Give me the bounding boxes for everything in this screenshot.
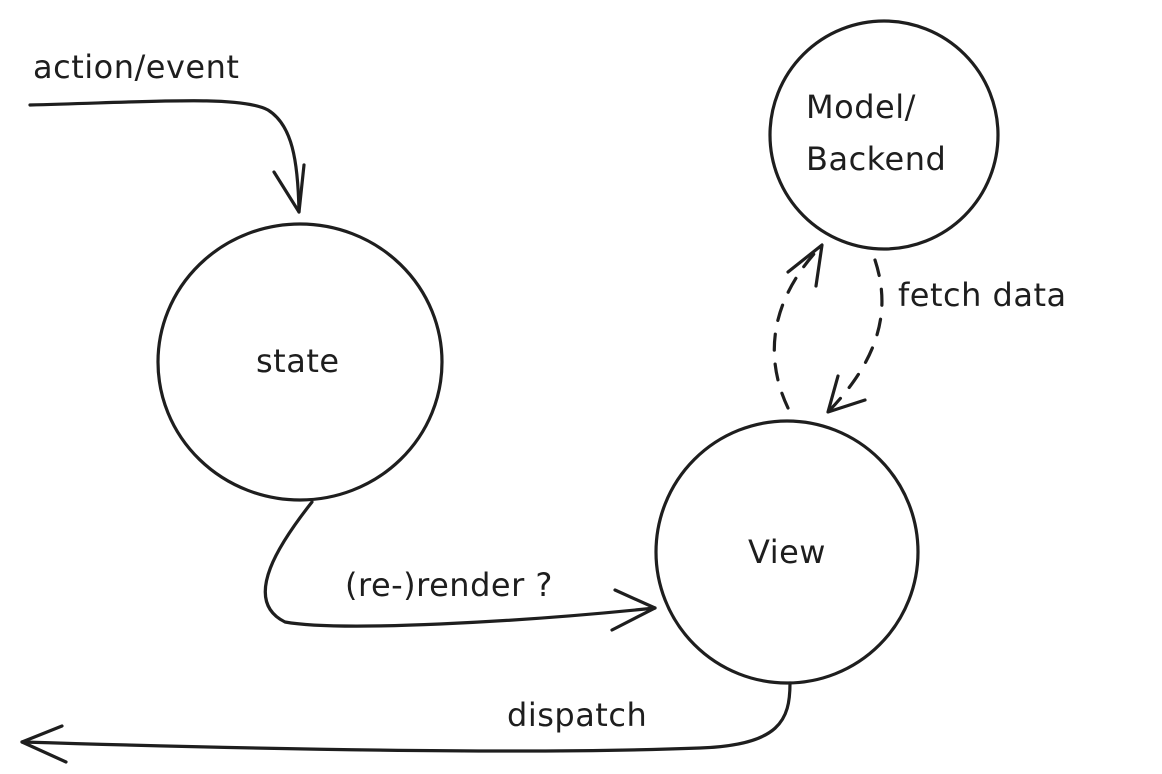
edge-dispatch-arrowhead: [20, 724, 68, 764]
edge-fetch-data-label: fetch data: [898, 276, 1067, 314]
edge-re-render-label: (re-)render ?: [345, 566, 553, 604]
node-state: state: [156, 222, 444, 502]
edge-view-to-model-arrowhead: [786, 243, 824, 288]
edge-re-render-line: [263, 500, 657, 628]
node-model-circle: [768, 19, 1000, 251]
edge-view-to-model-line: [772, 243, 824, 410]
edge-action-event: action/event: [28, 48, 306, 214]
node-state-label: state: [256, 342, 340, 380]
edge-action-event-label: action/event: [33, 48, 239, 86]
node-view-label: View: [748, 533, 826, 571]
node-model: Model/ Backend: [768, 19, 1000, 251]
edge-action-event-line: [28, 99, 301, 214]
edge-view-to-model: [772, 243, 824, 410]
node-state-circle: [156, 222, 444, 502]
edge-fetch-data: fetch data: [826, 258, 1067, 414]
edge-fetch-data-line: [826, 258, 884, 414]
edge-fetch-data-arrowhead: [826, 374, 867, 414]
edge-action-event-arrowhead: [272, 163, 306, 214]
node-view: View: [654, 419, 920, 685]
node-model-label-line-1: Model/: [806, 88, 916, 126]
edge-dispatch-line: [20, 681, 792, 753]
node-model-label-line-2: Backend: [806, 140, 946, 178]
node-view-circle: [654, 419, 920, 685]
edge-dispatch: dispatch: [20, 681, 792, 764]
edge-re-render: (re-)render ?: [263, 500, 657, 632]
edge-re-render-arrowhead: [610, 588, 657, 632]
edge-dispatch-label: dispatch: [507, 696, 647, 734]
